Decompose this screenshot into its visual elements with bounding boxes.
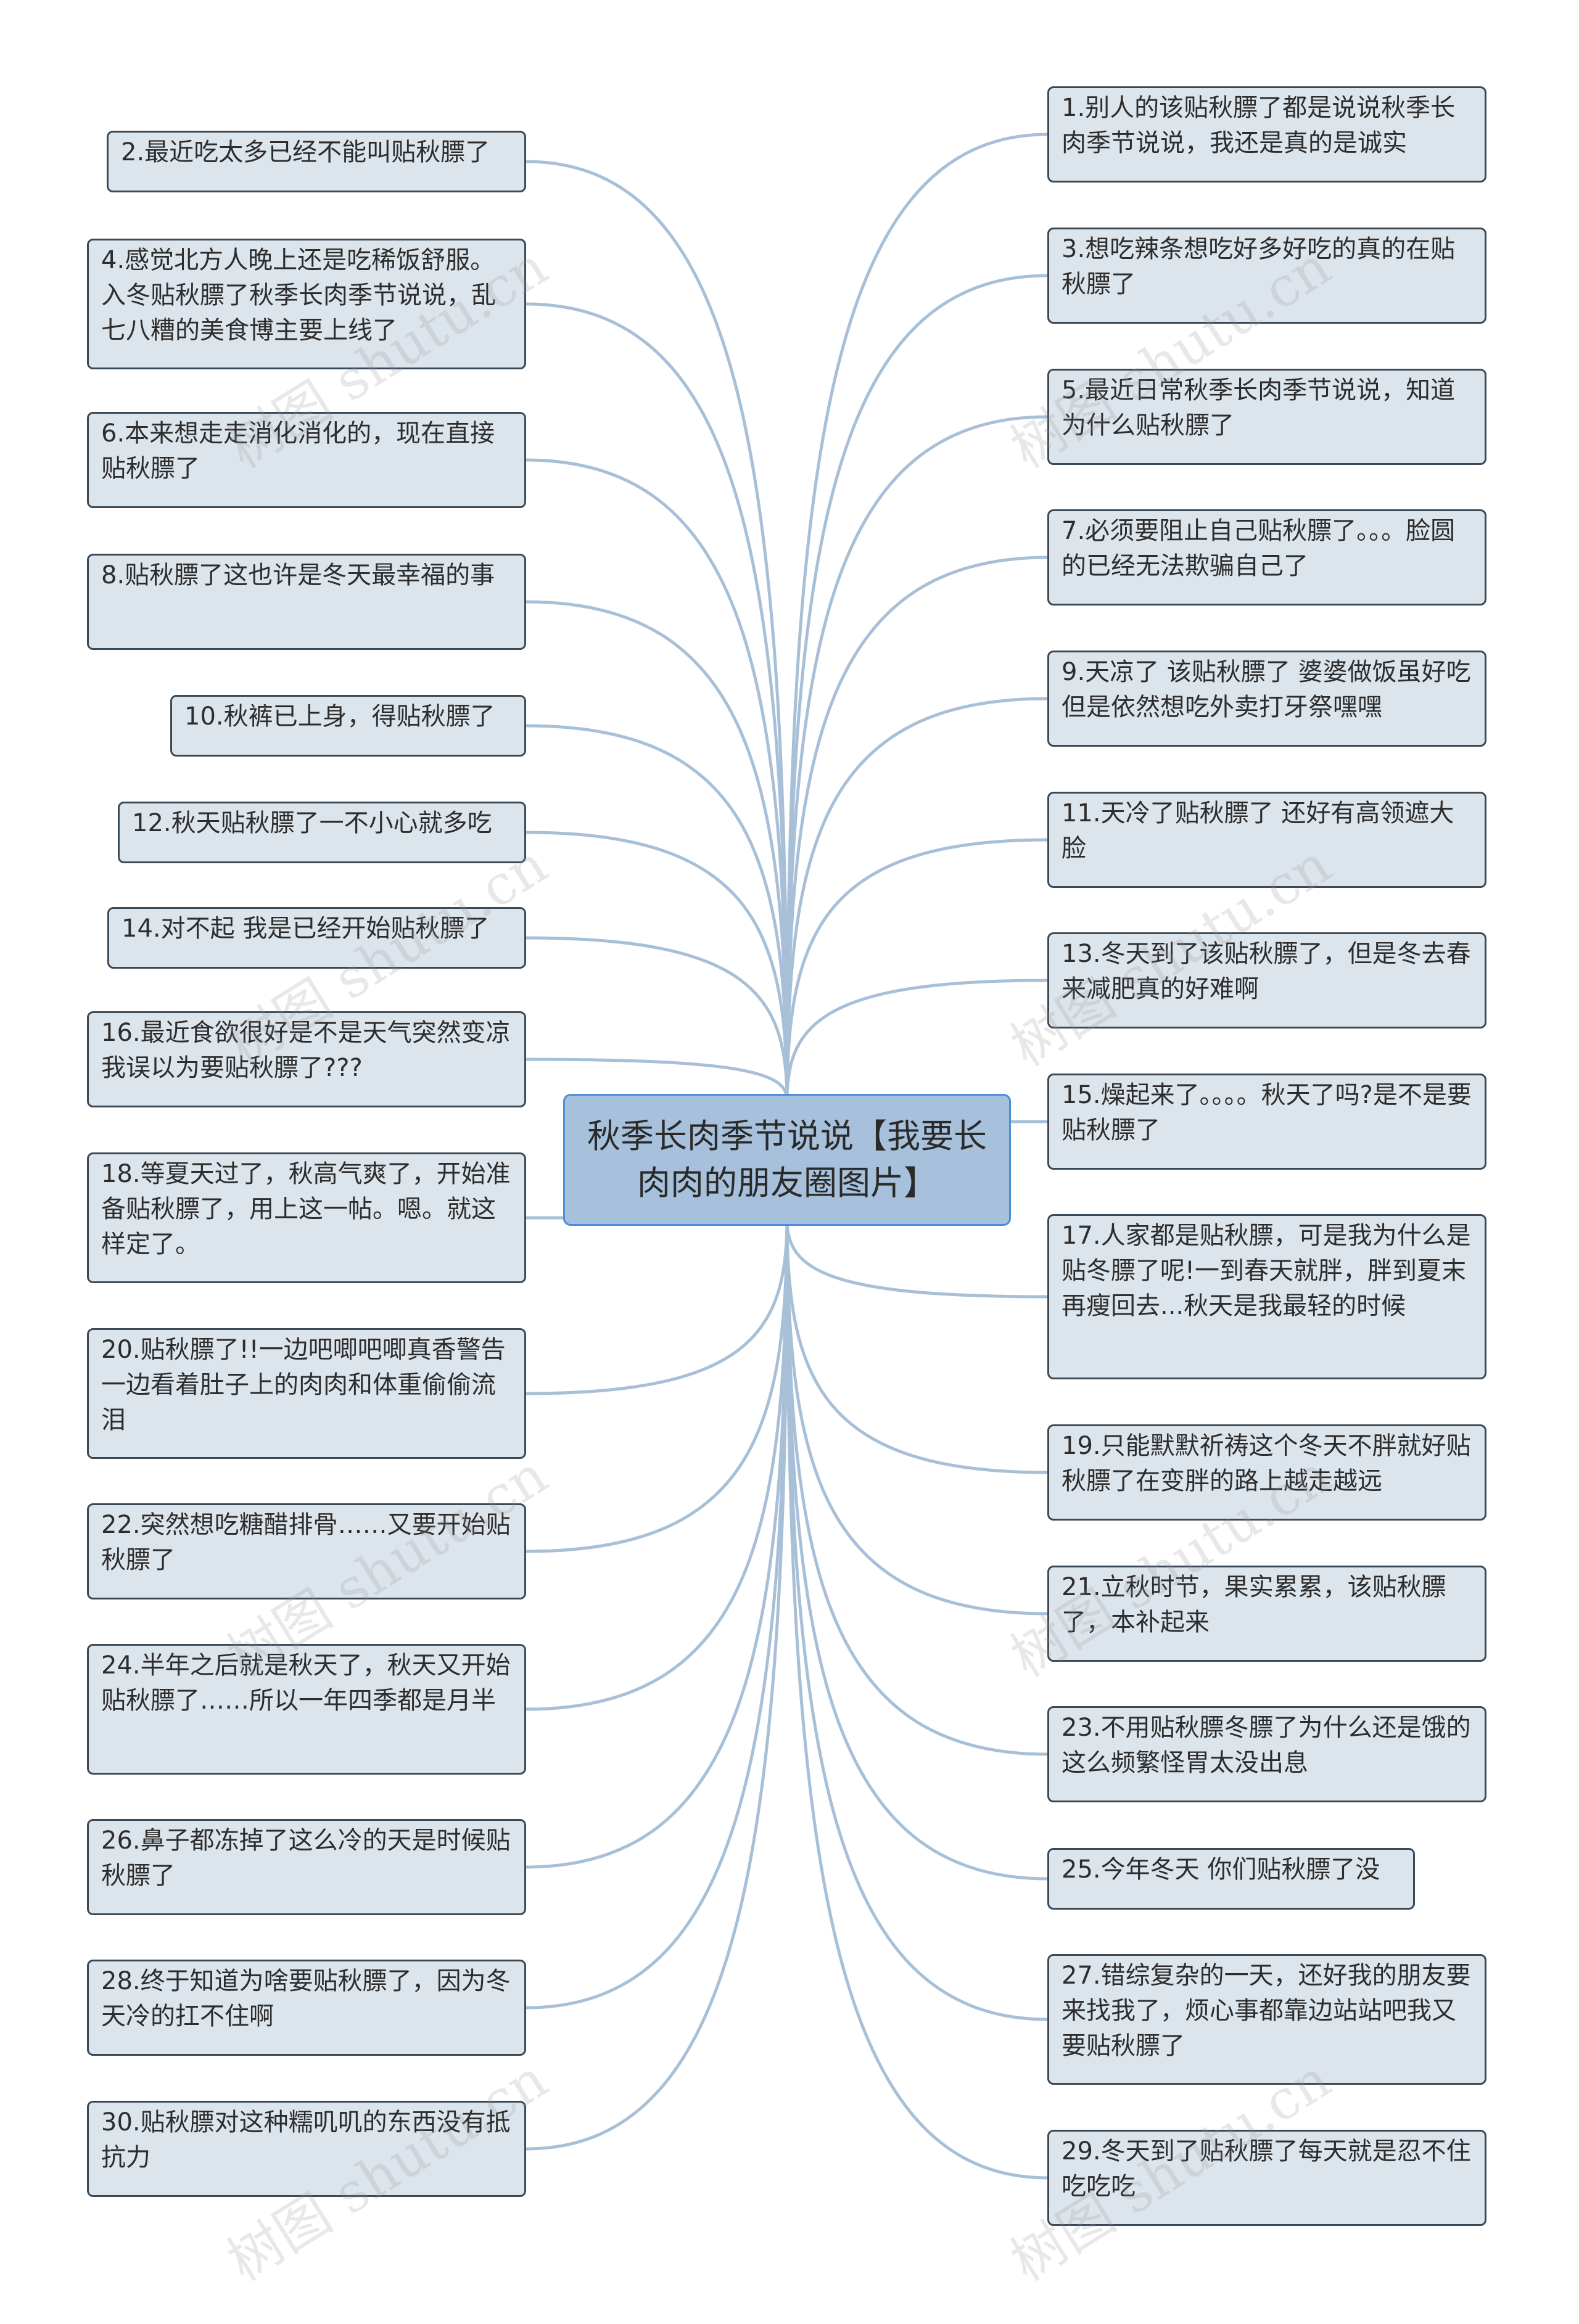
branch-node-label: 12.秋天贴秋膘了一不小心就多吃 — [132, 809, 492, 837]
branch-node-left-5[interactable]: 10.秋裤已上身，得贴秋膘了 — [170, 695, 526, 757]
branch-node-label: 16.最近食欲很好是不是天气突然变凉我误以为要贴秋膘了??? — [101, 1019, 511, 1082]
branch-node-label: 22.突然想吃糖醋排骨……又要开始贴秋膘了 — [101, 1511, 511, 1574]
branch-node-right-10[interactable]: 19.只能默默祈祷这个冬天不胖就好贴秋膘了在变胖的路上越走越远 — [1047, 1424, 1486, 1521]
branch-node-right-15[interactable]: 29.冬天到了贴秋膘了每天就是忍不住吃吃吃 — [1047, 2130, 1486, 2226]
connector-left-4 — [526, 600, 789, 1101]
connector-left-12 — [526, 1219, 789, 1711]
branch-node-right-4[interactable]: 7.必须要阻止自己贴秋膘了。。。脸圆的已经无法欺骗自己了 — [1047, 509, 1486, 606]
branch-node-left-14[interactable]: 28.终于知道为啥要贴秋膘了，因为冬天冷的扛不住啊 — [87, 1960, 526, 2056]
branch-node-left-7[interactable]: 14.对不起 我是已经开始贴秋膘了 — [107, 907, 526, 969]
branch-node-right-14[interactable]: 27.错综复杂的一天，还好我的朋友要来找我了，烦心事都靠边站站吧我又要贴秋膘了 — [1047, 1954, 1486, 2085]
connector-left-3 — [526, 458, 789, 1101]
root-topic[interactable]: 秋季长肉季节说说【我要长肉肉的朋友圈图片】 — [563, 1094, 1011, 1226]
connector-left-5 — [526, 724, 789, 1101]
branch-node-label: 10.秋裤已上身，得贴秋膘了 — [184, 702, 495, 731]
connector-right-11 — [785, 1219, 1048, 1616]
branch-node-label: 28.终于知道为啥要贴秋膘了，因为冬天冷的扛不住啊 — [101, 1967, 511, 2030]
branch-node-right-2[interactable]: 3.想吃辣条想吃好多好吃的真的在贴秋膘了 — [1047, 228, 1486, 324]
connector-right-3 — [785, 415, 1048, 1101]
branch-node-label: 27.错综复杂的一天，还好我的朋友要来找我了，烦心事都靠边站站吧我又要贴秋膘了 — [1062, 1961, 1471, 2060]
branch-node-label: 7.必须要阻止自己贴秋膘了。。。脸圆的已经无法欺骗自己了 — [1062, 517, 1456, 580]
branch-node-label: 3.想吃辣条想吃好多好吃的真的在贴秋膘了 — [1062, 235, 1456, 298]
branch-node-label: 29.冬天到了贴秋膘了每天就是忍不住吃吃吃 — [1062, 2137, 1471, 2201]
connector-left-15 — [526, 1219, 789, 2151]
connector-left-14 — [526, 1219, 789, 2010]
connector-left-10 — [526, 1219, 789, 1395]
branch-node-label: 8.贴秋膘了这也许是冬天最幸福的事 — [101, 561, 495, 589]
branch-node-right-9[interactable]: 17.人家都是贴秋膘，可是我为什么是贴冬膘了呢!一到春天就胖，胖到夏末再瘦回去.… — [1047, 1214, 1486, 1379]
connector-right-12 — [785, 1219, 1048, 1756]
branch-node-label: 15.燥起来了。。。。秋天了吗?是不是要贴秋膘了 — [1062, 1081, 1472, 1144]
connector-right-7 — [785, 979, 1048, 1101]
connector-right-5 — [785, 697, 1048, 1101]
branch-node-right-13[interactable]: 25.今年冬天 你们贴秋膘了没 — [1047, 1848, 1415, 1910]
connector-right-2 — [785, 274, 1048, 1101]
connector-left-11 — [526, 1219, 789, 1553]
root-topic-label: 秋季长肉季节说说【我要长肉肉的朋友圈图片】 — [587, 1117, 987, 1202]
connector-right-10 — [785, 1219, 1048, 1474]
branch-node-left-13[interactable]: 26.鼻子都冻掉了这么冷的天是时候贴秋膘了 — [87, 1819, 526, 1915]
branch-node-label: 23.不用贴秋膘冬膘了为什么还是饿的这么频繁怪胃太没出息 — [1062, 1714, 1471, 1777]
connector-right-9 — [785, 1219, 1048, 1299]
branch-node-label: 24.半年之后就是秋天了，秋天又开始贴秋膘了……所以一年四季都是月半 — [101, 1651, 511, 1715]
branch-node-left-9[interactable]: 18.等夏天过了，秋高气爽了，开始准备贴秋膘了，用上这一帖。嗯。就这样定了。 — [87, 1152, 526, 1283]
branch-node-left-2[interactable]: 4.感觉北方人晚上还是吃稀饭舒服。入冬贴秋膘了秋季长肉季节说说，乱七八糟的美食博… — [87, 239, 526, 369]
branch-node-right-11[interactable]: 21.立秋时节，果实累累，该贴秋膘了，本补起来 — [1047, 1566, 1486, 1662]
branch-node-right-5[interactable]: 9.天凉了 该贴秋膘了 婆婆做饭虽好吃 但是依然想吃外卖打牙祭嘿嘿 — [1047, 651, 1486, 747]
branch-node-label: 30.贴秋膘对这种糯叽叽的东西没有抵抗力 — [101, 2108, 511, 2172]
branch-node-left-10[interactable]: 20.贴秋膘了!!一边吧唧吧唧真香警告一边看着肚子上的肉肉和体重偷偷流泪 — [87, 1328, 526, 1459]
branch-node-left-12[interactable]: 24.半年之后就是秋天了，秋天又开始贴秋膘了……所以一年四季都是月半 — [87, 1644, 526, 1775]
branch-node-label: 20.贴秋膘了!!一边吧唧吧唧真香警告一边看着肚子上的肉肉和体重偷偷流泪 — [101, 1336, 506, 1434]
branch-node-label: 9.天凉了 该贴秋膘了 婆婆做饭虽好吃 但是依然想吃外卖打牙祭嘿嘿 — [1062, 658, 1471, 721]
branch-node-right-12[interactable]: 23.不用贴秋膘冬膘了为什么还是饿的这么频繁怪胃太没出息 — [1047, 1706, 1486, 1802]
branch-node-left-11[interactable]: 22.突然想吃糖醋排骨……又要开始贴秋膘了 — [87, 1503, 526, 1599]
branch-node-label: 13.冬天到了该贴秋膘了，但是冬去春来减肥真的好难啊 — [1062, 940, 1471, 1003]
branch-node-label: 2.最近吃太多已经不能叫贴秋膘了 — [121, 138, 490, 166]
branch-node-label: 1.别人的该贴秋膘了都是说说秋季长肉季节说说，我还是真的是诚实 — [1062, 94, 1456, 157]
branch-node-left-8[interactable]: 16.最近食欲很好是不是天气突然变凉我误以为要贴秋膘了??? — [87, 1011, 526, 1107]
connector-left-6 — [526, 831, 789, 1101]
branch-node-left-1[interactable]: 2.最近吃太多已经不能叫贴秋膘了 — [107, 131, 526, 192]
branch-node-label: 19.只能默默祈祷这个冬天不胖就好贴秋膘了在变胖的路上越走越远 — [1062, 1432, 1471, 1495]
branch-node-label: 6.本来想走走消化消化的，现在直接贴秋膘了 — [101, 419, 495, 483]
branch-node-label: 4.感觉北方人晚上还是吃稀饭舒服。入冬贴秋膘了秋季长肉季节说说，乱七八糟的美食博… — [101, 246, 496, 345]
branch-node-label: 25.今年冬天 你们贴秋膘了没 — [1062, 1855, 1380, 1884]
branch-node-left-15[interactable]: 30.贴秋膘对这种糯叽叽的东西没有抵抗力 — [87, 2101, 526, 2197]
branch-node-right-7[interactable]: 13.冬天到了该贴秋膘了，但是冬去春来减肥真的好难啊 — [1047, 932, 1486, 1029]
branch-node-left-4[interactable]: 8.贴秋膘了这也许是冬天最幸福的事 — [87, 554, 526, 650]
connector-right-4 — [785, 556, 1048, 1101]
branch-node-left-3[interactable]: 6.本来想走走消化消化的，现在直接贴秋膘了 — [87, 412, 526, 508]
connector-left-2 — [526, 302, 789, 1101]
branch-node-label: 14.对不起 我是已经开始贴秋膘了 — [122, 914, 490, 943]
branch-node-right-1[interactable]: 1.别人的该贴秋膘了都是说说秋季长肉季节说说，我还是真的是诚实 — [1047, 86, 1486, 183]
connector-left-7 — [526, 936, 789, 1101]
branch-node-label: 17.人家都是贴秋膘，可是我为什么是贴冬膘了呢!一到春天就胖，胖到夏末再瘦回去.… — [1062, 1222, 1471, 1320]
connector-left-8 — [526, 1057, 789, 1101]
branch-node-left-6[interactable]: 12.秋天贴秋膘了一不小心就多吃 — [118, 802, 526, 863]
connector-left-1 — [526, 160, 789, 1101]
branch-node-right-8[interactable]: 15.燥起来了。。。。秋天了吗?是不是要贴秋膘了 — [1047, 1074, 1486, 1170]
branch-node-label: 5.最近日常秋季长肉季节说说，知道为什么贴秋膘了 — [1062, 376, 1456, 440]
branch-node-label: 21.立秋时节，果实累累，该贴秋膘了，本补起来 — [1062, 1573, 1446, 1636]
branch-node-label: 18.等夏天过了，秋高气爽了，开始准备贴秋膘了，用上这一帖。嗯。就这样定了。 — [101, 1160, 511, 1258]
connector-right-6 — [785, 838, 1048, 1101]
branch-node-label: 11.天冷了贴秋膘了 还好有高领遮大脸 — [1062, 799, 1454, 863]
branch-node-right-3[interactable]: 5.最近日常秋季长肉季节说说，知道为什么贴秋膘了 — [1047, 369, 1486, 465]
connector-right-15 — [785, 1219, 1048, 2180]
branch-node-label: 26.鼻子都冻掉了这么冷的天是时候贴秋膘了 — [101, 1826, 511, 1890]
branch-node-right-6[interactable]: 11.天冷了贴秋膘了 还好有高领遮大脸 — [1047, 792, 1486, 888]
